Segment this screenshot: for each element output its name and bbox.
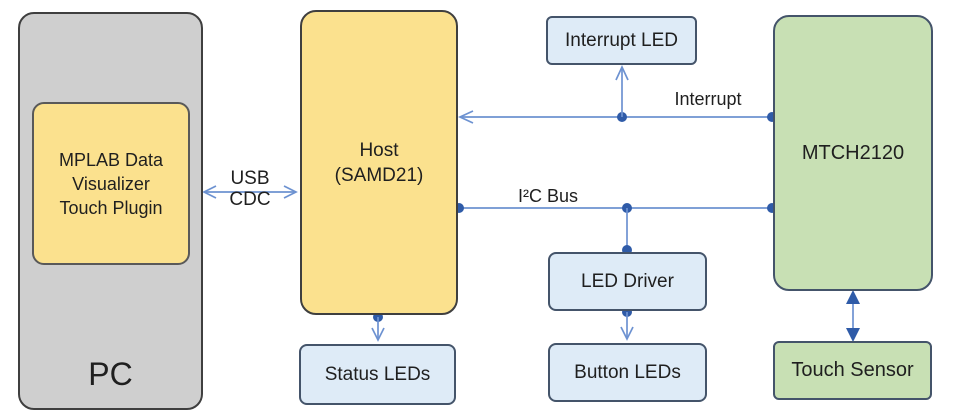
node-touch-sensor-label: Touch Sensor — [791, 359, 914, 381]
node-mplab-label-line2: Visualizer — [72, 173, 150, 194]
i2c-junction-dot — [622, 203, 632, 213]
node-led-driver-label: LED Driver — [581, 270, 674, 292]
usb-cdc-left-arrowhead-icon — [202, 185, 217, 199]
node-interrupt-led: Interrupt LED — [546, 16, 697, 65]
node-touch-sensor: Touch Sensor — [773, 341, 932, 400]
node-interrupt-led-label: Interrupt LED — [565, 29, 678, 51]
node-host-label-line2: (SAMD21) — [334, 164, 424, 186]
mtch-arrowhead-icon — [846, 290, 860, 304]
button-leds-arrowhead-icon — [620, 326, 634, 341]
node-host-label-line1: Host — [359, 139, 399, 161]
node-status-leds-label: Status LEDs — [324, 363, 431, 385]
usb-cdc-right-arrowhead-icon — [283, 185, 298, 199]
node-mtch2120: MTCH2120 — [773, 15, 933, 291]
usb-cdc-edge-label: USB CDC — [218, 168, 282, 210]
i2c-bus-edge-label: I²C Bus — [517, 186, 578, 206]
node-mplab-label-line1: MPLAB Data — [58, 149, 164, 170]
interrupt-led-arrowhead-icon — [615, 64, 629, 81]
node-mplab-label-line3: Touch Plugin — [59, 197, 163, 218]
interrupt-junction-dot — [617, 112, 627, 122]
usb-label-line2: CDC — [229, 189, 271, 210]
node-led-driver: LED Driver — [548, 252, 707, 311]
status-leds-arrowhead-icon — [371, 327, 385, 342]
interrupt-edge-label: Interrupt — [674, 89, 742, 109]
node-mtch2120-label: MTCH2120 — [801, 141, 905, 164]
node-status-leds: Status LEDs — [299, 344, 456, 405]
node-pc-label: PC — [88, 356, 133, 392]
node-button-leds-label: Button LEDs — [574, 361, 681, 383]
interrupt-arrowhead-icon — [457, 110, 474, 124]
usb-label-line1: USB — [230, 168, 270, 189]
node-button-leds: Button LEDs — [548, 343, 707, 402]
node-mplab-data-visualizer-touch-plugin: MPLAB Data Visualizer Touch Plugin — [32, 102, 190, 265]
touch-sensor-arrowhead-icon — [846, 328, 860, 342]
node-host-samd21: Host (SAMD21) — [300, 10, 458, 315]
